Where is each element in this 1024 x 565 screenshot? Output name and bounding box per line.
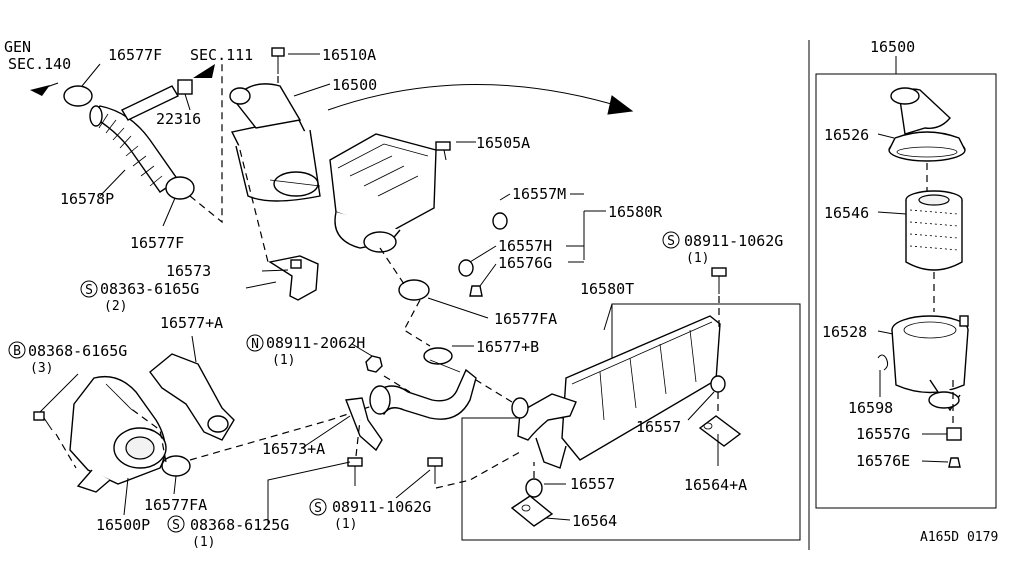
- resonator-tube: [121, 85, 179, 121]
- grommet-16557h: [458, 259, 474, 277]
- clip-22316: [177, 79, 193, 95]
- marker-s-08363: S: [80, 280, 98, 298]
- air-cleaner-body-part: [891, 315, 969, 412]
- intake-hose-16578p: [89, 105, 179, 193]
- grommet-16557m: [492, 212, 508, 230]
- diagram-code: A165D 0179: [920, 530, 998, 545]
- hose-clamp-16577fa-low: [161, 455, 191, 477]
- label-16577a: 16577+A: [160, 314, 223, 332]
- marker-s-08368: S: [167, 515, 185, 533]
- svg-text:B: B: [13, 344, 21, 359]
- label-16500-main: 16500: [332, 76, 377, 94]
- grommet-16576e: [948, 457, 961, 468]
- label-r16526: 16526: [824, 126, 869, 144]
- label-08368-6125g: 08368-6125G: [190, 516, 289, 534]
- label-qty-1b: (1): [192, 535, 215, 550]
- bolt-16505a: [435, 141, 451, 161]
- svg-text:N: N: [251, 337, 259, 352]
- grommet-16557-low: [525, 478, 543, 498]
- bolt-08368-6125g: [347, 457, 363, 486]
- bolt-08911-1062g-top: [711, 267, 727, 294]
- label-16505a: 16505A: [476, 134, 530, 152]
- label-16557m: 16557M: [512, 185, 566, 203]
- label-08363-6165g: 08363-6165G: [100, 280, 199, 298]
- label-08368-6165g: 08368-6165G: [28, 342, 127, 360]
- label-r16557g: 16557G: [856, 425, 910, 443]
- label-16500p: 16500P: [96, 516, 150, 534]
- resonator-16580t: [511, 315, 721, 469]
- bracket-16564: [510, 495, 554, 527]
- label-16577f-low: 16577F: [130, 234, 184, 252]
- label-08911-1062g-top: 08911-1062G: [684, 232, 783, 250]
- label-qty-1d: (1): [686, 251, 709, 266]
- label-r16598: 16598: [848, 399, 893, 417]
- label-16557-right: 16557: [636, 418, 681, 436]
- label-16577fa-mid: 16577FA: [494, 310, 557, 328]
- bracket-16573: [268, 255, 319, 301]
- label-16577fa-low: 16577FA: [144, 496, 207, 514]
- label-sec140: SEC.140: [8, 55, 71, 73]
- bracket-16573a: [345, 397, 383, 452]
- hose-16577b: [369, 347, 477, 420]
- label-r16528: 16528: [822, 323, 867, 341]
- label-08911-1062g-low: 08911-1062G: [332, 498, 431, 516]
- label-16580r: 16580R: [608, 203, 663, 221]
- label-16564: 16564: [572, 512, 617, 530]
- label-22316: 22316: [156, 110, 201, 128]
- label-qty-1a: (1): [272, 353, 295, 368]
- label-16573a: 16573+A: [262, 440, 325, 458]
- label-qty-2: (2): [104, 299, 127, 314]
- label-16557h: 16557H: [498, 237, 552, 255]
- marker-s-08911-low: S: [309, 498, 327, 516]
- label-qty-1c: (1): [334, 517, 357, 532]
- nut-08911-2062h: [365, 355, 383, 373]
- label-r16546: 16546: [824, 204, 869, 222]
- resonator-16580r: [329, 133, 437, 253]
- label-16576g: 16576G: [498, 254, 552, 272]
- air-filter-element-part: [905, 190, 963, 271]
- label-16564a: 16564+A: [684, 476, 747, 494]
- marker-b-08368: B: [8, 341, 26, 359]
- bolt-16510a: [271, 47, 285, 74]
- bolt-08368-6165g: [33, 411, 53, 431]
- duct-16577a: [149, 353, 235, 441]
- grommet-16576g: [469, 285, 483, 297]
- label-16510a: 16510A: [322, 46, 376, 64]
- label-16577f-top: 16577F: [108, 46, 162, 64]
- svg-text:S: S: [85, 283, 93, 298]
- label-qty-3: (3): [30, 361, 53, 376]
- air-cleaner-assembly-16500: [229, 83, 321, 202]
- label-sec111: SEC.111: [190, 46, 253, 64]
- label-r16500: 16500: [870, 38, 915, 56]
- marker-s-08911-top: S: [662, 231, 680, 249]
- label-16577b: 16577+B: [476, 338, 539, 356]
- svg-text:S: S: [314, 501, 322, 516]
- hose-clamp-16577f-low: [165, 176, 195, 200]
- direction-arrow: [327, 84, 626, 111]
- bolt-08911-1062g-low: [427, 457, 443, 484]
- label-16578p: 16578P: [60, 190, 114, 208]
- air-cleaner-cover-part: [888, 87, 966, 162]
- label-gen: GEN: [4, 38, 31, 56]
- svg-text:S: S: [667, 234, 675, 249]
- label-16557-low: 16557: [570, 475, 615, 493]
- label-r16576e: 16576E: [856, 452, 910, 470]
- grommet-16557-right: [710, 375, 726, 393]
- air-duct-16500p: [69, 375, 167, 493]
- marker-n-08911: N: [246, 334, 264, 352]
- label-16573: 16573: [166, 262, 211, 280]
- label-16580t: 16580T: [580, 280, 634, 298]
- exploded-view-frame: [815, 73, 997, 509]
- label-08911-2062h: 08911-2062H: [266, 334, 365, 352]
- hose-clamp-16577f-top: [63, 85, 93, 107]
- bracket-16564a: [698, 415, 742, 447]
- svg-text:S: S: [172, 518, 180, 533]
- hose-clamp-16577fa-mid: [398, 279, 430, 301]
- grommet-16557g: [946, 427, 962, 441]
